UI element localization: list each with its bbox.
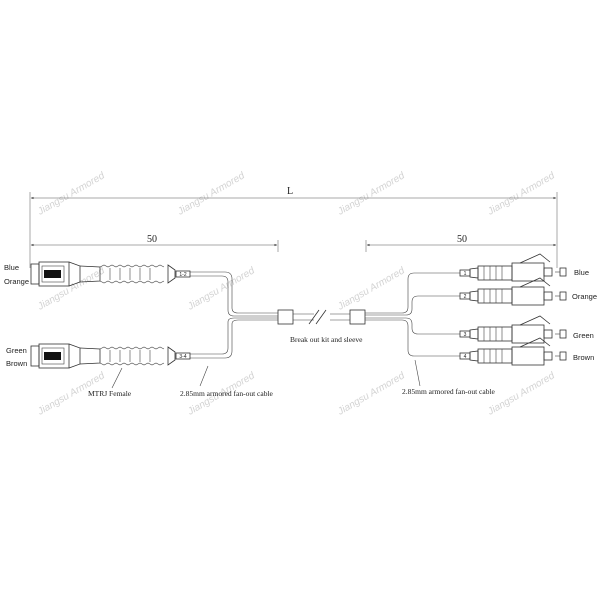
watermark: Jiangsu Armored [335, 370, 407, 418]
dimension-label-left: 50 [147, 234, 157, 245]
dimension-right-breakout: 50 [365, 234, 557, 252]
connector-color-green: Green [6, 346, 27, 355]
right-fanout-cables [365, 272, 460, 357]
mtrj-connector-3-4: Green Brown 3-4 [6, 343, 191, 369]
watermark: Jiangsu Armored [335, 170, 407, 218]
mtrj-connector-1-2: Blue Orange 1-2 [4, 261, 191, 287]
lc-color-brown: Brown [573, 353, 594, 362]
cable-tag-1-2: 1-2 [179, 272, 186, 278]
dimension-label-right: 50 [457, 234, 467, 245]
watermark: Jiangsu Armored [485, 170, 557, 218]
cable-tag-3-4: 3-4 [179, 354, 186, 360]
cable-tag-3: 3 [464, 332, 467, 338]
connector-color-orange: Orange [4, 277, 29, 286]
cable-tag-4: 4 [464, 354, 467, 360]
left-cable-label: 2.85mm armored fan-out cable [180, 389, 274, 398]
watermark: Jiangsu Armored [35, 170, 107, 218]
lc-color-orange: Orange [572, 292, 597, 301]
lc-connector-2: 2 Orange [459, 277, 597, 306]
dimension-label-total: L [287, 186, 293, 197]
breakout-kit: Break out kit and sleeve [277, 309, 366, 344]
watermark-layer: Jiangsu Armored Jiangsu Armored Jiangsu … [35, 170, 557, 418]
leader-labels: MTRJ Female 2.85mm armored fan-out cable… [88, 359, 496, 398]
lc-color-green: Green [573, 331, 594, 340]
right-cable-label: 2.85mm armored fan-out cable [402, 387, 496, 396]
lc-color-blue: Blue [574, 268, 589, 277]
breakout-label: Break out kit and sleeve [290, 335, 363, 344]
connector-color-blue: Blue [4, 263, 19, 272]
lc-connector-4: 4 Brown [459, 337, 594, 366]
watermark: Jiangsu Armored [335, 265, 407, 313]
watermark: Jiangsu Armored [185, 265, 257, 313]
cable-tag-1: 1 [464, 271, 467, 277]
watermark: Jiangsu Armored [485, 370, 557, 418]
left-fanout-cables [190, 271, 278, 359]
connector-color-brown: Brown [6, 359, 27, 368]
dimension-total-length: L [29, 186, 558, 268]
dimension-left-breakout: 50 [30, 234, 279, 252]
watermark: Jiangsu Armored [175, 170, 247, 218]
cable-tag-2: 2 [464, 294, 467, 300]
lc-connector-1: 1 Blue [459, 253, 589, 282]
lc-connector-3: 3 Green [459, 315, 594, 344]
mtrj-female-label: MTRJ Female [88, 389, 132, 398]
